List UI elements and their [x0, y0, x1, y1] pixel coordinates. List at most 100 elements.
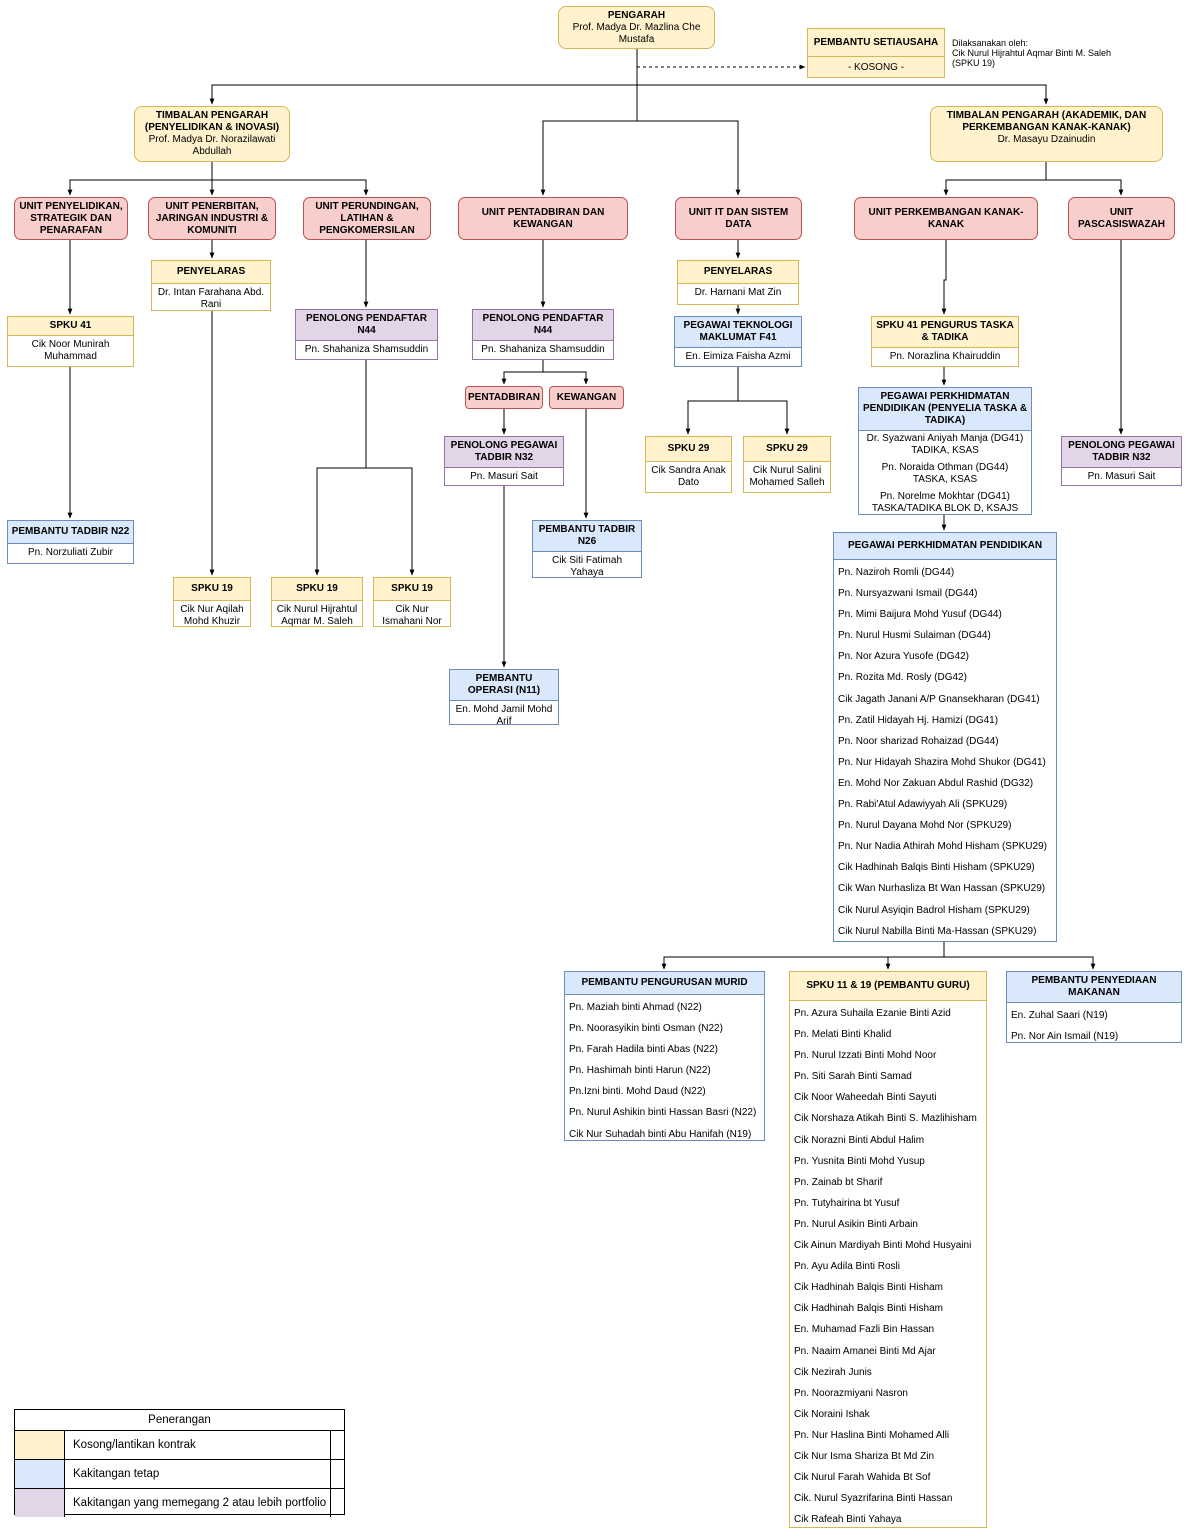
unit-admin[interactable]: UNIT PENTADBIRAN DAN KEWANGAN	[458, 197, 628, 240]
card-name: En. Mohd Jamil Mohd Arif	[455, 704, 553, 727]
list-item: Pn. Nur Nadia Athirah Mohd Hisham (SPKU2…	[838, 841, 1047, 853]
admin-n44-card[interactable]: PENOLONG PENDAFTAR N44 Pn. Shahaniza Sha…	[472, 309, 614, 360]
list-item: Cik Noor Waheedah Binti Sayuti	[794, 1092, 937, 1104]
card-name: Pn. Shahaniza Shamsuddin	[481, 344, 605, 355]
list-item: Pn. Nor Ain Ismail (N19)	[1011, 1031, 1119, 1043]
list-item: Pn. Yusnita Binti Mohd Yusup	[794, 1155, 925, 1167]
guru-card[interactable]: SPKU 11 & 19 (PEMBANTU GURU) Pn. Azura S…	[789, 971, 987, 1528]
legend: Penerangan Kosong/lantikan kontrak Kakit…	[14, 1409, 345, 1517]
supervisor-line: TASKA/TADIKA BLOK D, KSAJS	[871, 503, 1019, 514]
child-supervisor-card[interactable]: PEGAWAI PERKHIDMATAN PENDIDIKAN (PENYELI…	[858, 387, 1032, 515]
card-title: PEGAWAI TEKNOLOGI MAKLUMAT F41	[675, 317, 801, 348]
secretary-value: - KOSONG -	[847, 62, 905, 73]
unit-it[interactable]: UNIT IT DAN SISTEM DATA	[675, 197, 802, 240]
consulting-spku19b-card[interactable]: SPKU 19 Cik Nur Ismahani Nor	[373, 577, 451, 627]
list-item: Pn. Rozita Md. Rosly (DG42)	[838, 672, 967, 684]
director-box[interactable]: PENGARAH Prof. Madya Dr. Mazlina Che Mus…	[558, 6, 715, 49]
list-item: Cik Nurul Asyiqin Badrol Hisham (SPKU29)	[838, 904, 1030, 916]
card-title: PENOLONG PEGAWAI TADBIR N32	[445, 437, 563, 468]
secretary-note-line: (SPKU 19)	[952, 58, 996, 68]
it-spku29a-card[interactable]: SPKU 29 Cik Sandra Anak Dato	[645, 436, 732, 493]
card-name: Dr. Harnani Mat Zin	[694, 287, 782, 298]
list-item: Cik Nurul Nabilla Binti Ma-Hassan (SPKU2…	[838, 925, 1037, 937]
it-f41-card[interactable]: PEGAWAI TEKNOLOGI MAKLUMAT F41 En. Eimiz…	[674, 316, 802, 367]
research-spku41-card[interactable]: SPKU 41 Cik Noor Munirah Muhammad	[7, 316, 134, 367]
card-name: Cik Nurul Salini Mohamed Salleh	[749, 465, 825, 488]
card-title: PENOLONG PEGAWAI TADBIR N32	[1062, 437, 1181, 468]
unit-child-development[interactable]: UNIT PERKEMBANGAN KANAK-KANAK	[854, 197, 1038, 240]
publishing-spku19-card[interactable]: SPKU 19 Cik Nur Aqilah Mohd Khuzir	[173, 577, 251, 627]
admin-n26-card[interactable]: PEMBANTU TADBIR N26 Cik Siti Fatimah Yah…	[532, 520, 642, 578]
list-item: Cik Noraini Ishak	[794, 1408, 870, 1420]
list-item: En. Muhamad Fazli Bin Hassan	[794, 1324, 935, 1336]
murid-list: Pn. Maziah binti Ahmad (N22) Pn. Noorasyi…	[565, 995, 764, 1147]
list-item: Pn. Nor Azura Yusofe (DG42)	[838, 651, 969, 663]
list-item: Pn. Maziah binti Ahmad (N22)	[569, 1002, 702, 1013]
deputy-research-title: TIMBALAN PENGARAH (PENYELIDIKAN & INOVAS…	[144, 110, 280, 133]
list-item: Pn. Noorasyikin binti Osman (N22)	[569, 1023, 723, 1035]
murid-card[interactable]: PEMBANTU PENGURUSAN MURID Pn. Maziah bin…	[564, 971, 765, 1141]
list-item: Pn. Zatil Hidayah Hj. Hamizi (DG41)	[838, 714, 999, 726]
card-title: PEMBANTU OPERASI (N11)	[450, 670, 558, 701]
ppp-card[interactable]: PEGAWAI PERKHIDMATAN PENDIDIKAN Pn. Nazi…	[833, 532, 1057, 942]
section-pentadbiran[interactable]: PENTADBIRAN	[465, 386, 543, 409]
card-name: Pn. Masuri Sait	[1087, 471, 1156, 482]
list-item: Cik Hadhinah Balqis Binti Hisham	[794, 1282, 943, 1294]
list-item: Cik Wan Nurhasliza Bt Wan Hassan (SPKU29…	[838, 883, 1046, 895]
consulting-spku19a-card[interactable]: SPKU 19 Cik Nurul Hijrahtul Aqmar M. Sal…	[271, 577, 363, 627]
list-item: Cik Nurul Farah Wahida Bt Sof	[794, 1472, 931, 1484]
deputy-academic-title: TIMBALAN PENGARAH (AKADEMIK, DAN PERKEMB…	[946, 110, 1147, 133]
supervisor-line: TASKA, KSAS	[912, 474, 978, 485]
secretary-note-line: Dilaksanakan oleh:	[952, 38, 1029, 48]
section-kewangan[interactable]: KEWANGAN	[549, 386, 624, 409]
unit-postgraduate[interactable]: UNIT PASCASISWAZAH	[1068, 197, 1175, 240]
postgrad-n32-card[interactable]: PENOLONG PEGAWAI TADBIR N32 Pn. Masuri S…	[1061, 436, 1182, 486]
unit-publishing[interactable]: UNIT PENERBITAN, JARINGAN INDUSTRI & KOM…	[148, 197, 276, 240]
list-item: Pn. Nur Haslina Binti Mohamed Alli	[794, 1429, 950, 1441]
child-manager-card[interactable]: SPKU 41 PENGURUS TASKA & TADIKA Pn. Nora…	[871, 316, 1019, 367]
list-item: Pn. Melati Binti Khalid	[794, 1029, 892, 1041]
card-title: PEGAWAI PERKHIDMATAN PENDIDIKAN (PENYELI…	[859, 388, 1031, 431]
admin-n11-card[interactable]: PEMBANTU OPERASI (N11) En. Mohd Jamil Mo…	[449, 669, 559, 727]
card-title: SPKU 29	[646, 437, 731, 462]
list-item: Cik Nezirah Junis	[794, 1366, 872, 1378]
it-coordinator-card[interactable]: PENYELARAS Dr. Harnani Mat Zin	[677, 260, 799, 305]
makanan-card[interactable]: PEMBANTU PENYEDIAAN MAKANAN En. Zuhal Sa…	[1006, 971, 1182, 1043]
deputy-research-box[interactable]: TIMBALAN PENGARAH (PENYELIDIKAN & INOVAS…	[134, 106, 290, 162]
research-n22-card[interactable]: PEMBANTU TADBIR N22 Pn. Norzuliati Zubir	[7, 520, 134, 564]
list-item: Pn. Naziroh Romli (DG44)	[838, 567, 955, 578]
admin-n32-card[interactable]: PENOLONG PEGAWAI TADBIR N32 Pn. Masuri S…	[444, 436, 564, 486]
legend-swatch	[15, 1431, 65, 1459]
legend-swatch	[15, 1489, 65, 1517]
secretary-box[interactable]: PEMBANTU SETIAUSAHA - KOSONG -	[807, 28, 945, 78]
card-title: SPKU 29	[744, 437, 830, 462]
card-title: PEMBANTU TADBIR N22	[8, 521, 133, 544]
list-item: En. Zuhal Saari (N19)	[1011, 1010, 1108, 1021]
unit-research[interactable]: UNIT PENYELIDIKAN, STRATEGIK DAN PENARAF…	[14, 197, 128, 240]
supervisor-line: Pn. Noraida Othman (DG44)	[881, 462, 1009, 473]
deputy-academic-box[interactable]: TIMBALAN PENGARAH (AKADEMIK, DAN PERKEMB…	[930, 106, 1163, 162]
legend-row: Kakitangan tetap	[15, 1460, 344, 1489]
list-item: Pn. Mimi Baijura Mohd Yusuf (DG44)	[838, 609, 1002, 621]
list-item: Cik. Nurul Syazrifarina Binti Hassan	[794, 1493, 953, 1505]
legend-label: Kakitangan tetap	[65, 1460, 331, 1488]
list-item: Pn. Nurul Dayana Mohd Nor (SPKU29)	[838, 820, 1012, 832]
unit-consulting[interactable]: UNIT PERUNDINGAN, LATIHAN & PENGKOMERSIL…	[303, 197, 431, 240]
card-title: SPKU 11 & 19 (PEMBANTU GURU)	[790, 972, 986, 1001]
list-item: Pn. Nursyazwani Ismail (DG44)	[838, 588, 978, 600]
list-item: Pn. Ayu Adila Binti Rosli	[794, 1261, 900, 1273]
makanan-list: En. Zuhal Saari (N19) Pn. Nor Ain Ismail …	[1007, 1003, 1181, 1049]
list-item: Pn. Noorazmiyani Nasron	[794, 1387, 908, 1399]
list-item: Pn. Nurul Izzati Binti Mohd Noor	[794, 1050, 937, 1062]
it-spku29b-card[interactable]: SPKU 29 Cik Nurul Salini Mohamed Salleh	[743, 436, 831, 493]
legend-swatch	[15, 1460, 65, 1488]
consulting-n44-card[interactable]: PENOLONG PENDAFTAR N44 Pn. Shahaniza Sha…	[295, 309, 438, 360]
publishing-coordinator-card[interactable]: PENYELARAS Dr. Intan Farahana Abd. Rani	[151, 260, 271, 311]
legend-row: Kosong/lantikan kontrak	[15, 1431, 344, 1460]
list-item: Pn. Zainab bt Sharif	[794, 1176, 883, 1188]
list-item: Cik Norshaza Atikah Binti S. Mazlihisham	[794, 1113, 977, 1125]
card-name: Cik Nur Ismahani Nor	[382, 604, 442, 627]
list-item: Cik Hadhinah Balqis Binti Hisham	[794, 1303, 943, 1315]
